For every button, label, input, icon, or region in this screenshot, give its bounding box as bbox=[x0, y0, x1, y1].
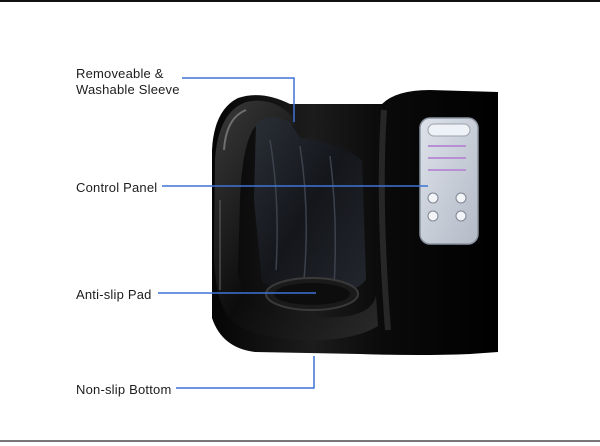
bottom-callout-line bbox=[176, 356, 315, 389]
callout-non-slip-bottom: Non-slip Bottom bbox=[76, 382, 172, 397]
control-panel bbox=[419, 117, 479, 245]
bottom-border bbox=[0, 440, 600, 442]
callout-sleeve-line1: Removeable & bbox=[76, 66, 164, 81]
removable-sleeve bbox=[254, 117, 366, 295]
top-border bbox=[0, 0, 600, 2]
sleeve-callout-line bbox=[182, 77, 295, 122]
callout-anti-slip-pad: Anti-slip Pad bbox=[76, 287, 152, 302]
callout-removable-sleeve: Removeable & Washable Sleeve bbox=[76, 66, 180, 98]
callout-control-panel: Control Panel bbox=[76, 180, 158, 195]
callout-sleeve-line2: Washable Sleeve bbox=[76, 82, 180, 97]
